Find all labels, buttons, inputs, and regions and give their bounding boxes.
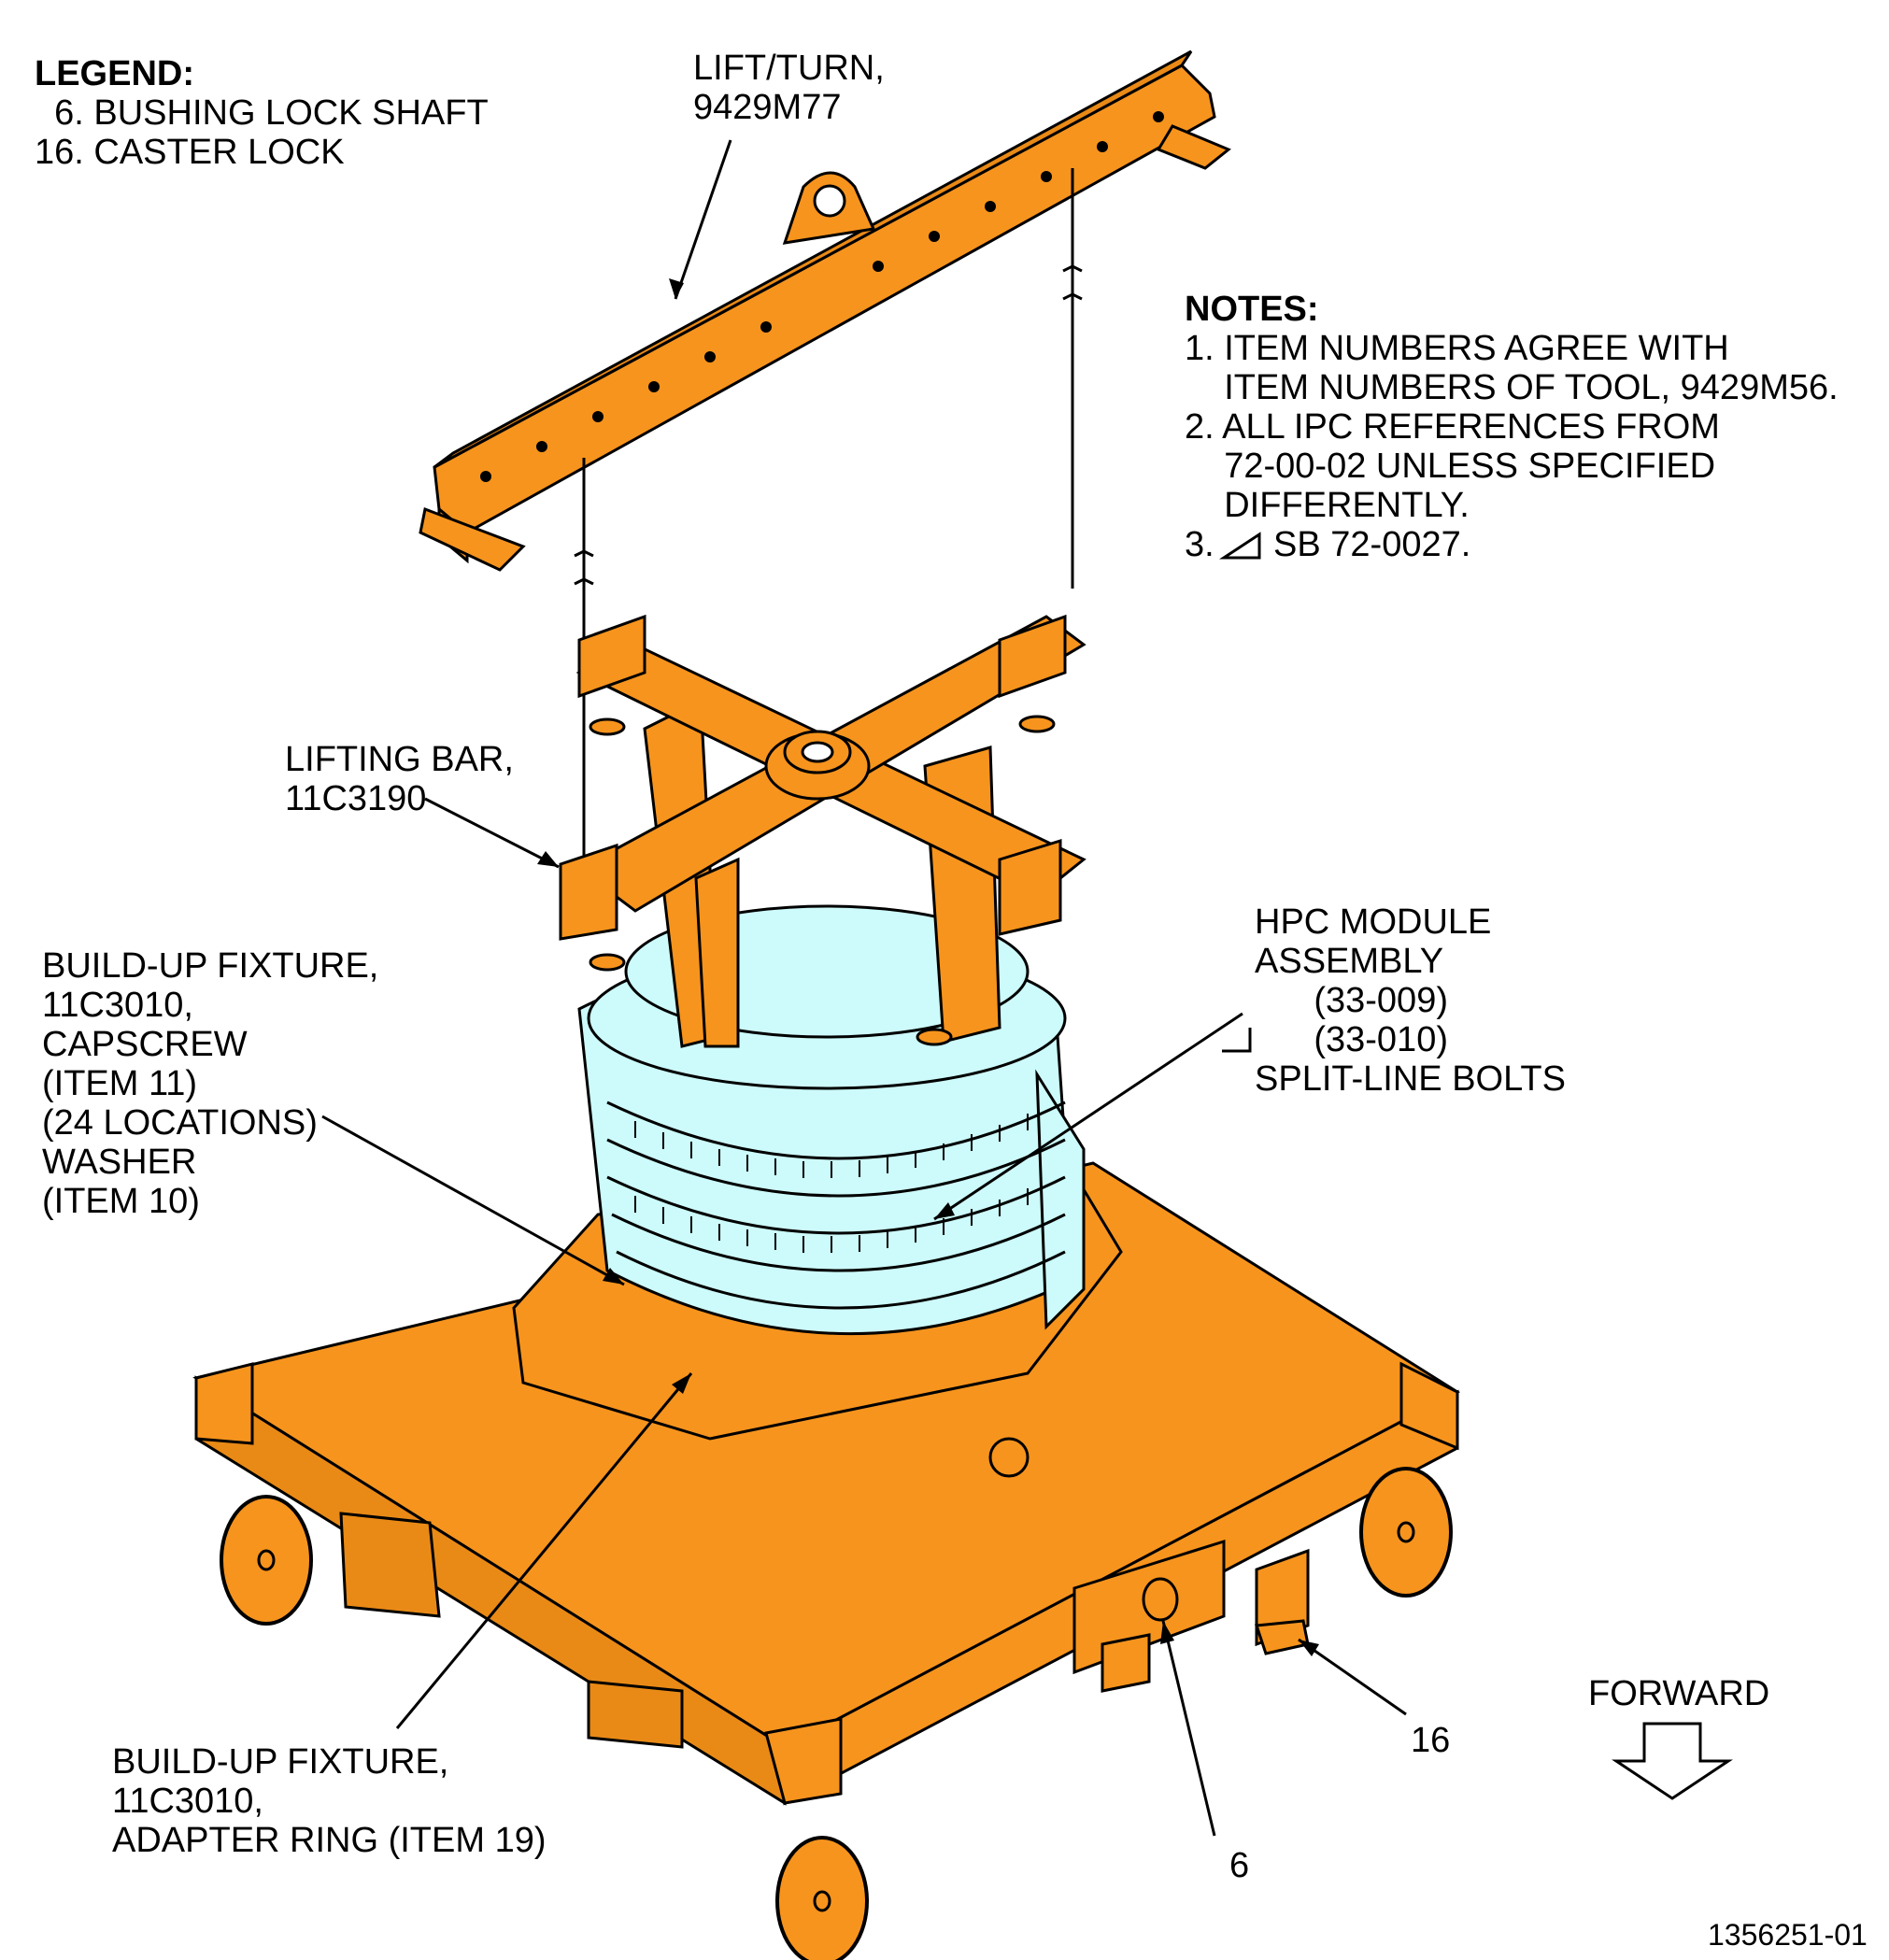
callout-item-16: 16: [1411, 1721, 1451, 1760]
legend-title: LEGEND:: [35, 54, 194, 93]
legend-item-16: 16. CASTER LOCK: [35, 133, 345, 172]
callout-hpc-module: HPC MODULE ASSEMBLY (33-009) (33-010) SP…: [1255, 902, 1566, 1099]
hpc-module: [577, 904, 1086, 1335]
callout-fixture-capscrew: BUILD-UP FIXTURE, 11C3010, CAPSCREW (ITE…: [42, 946, 379, 1221]
legend-item-6: 6. BUSHING LOCK SHAFT: [35, 93, 489, 133]
note-line-3: 2. ALL IPC REFERENCES FROM: [1185, 407, 1720, 447]
callout-item-6: 6: [1229, 1846, 1250, 1885]
forward-label: FORWARD: [1588, 1674, 1770, 1713]
leader-lines: [321, 139, 1407, 1837]
notes-title: NOTES:: [1185, 290, 1319, 329]
note-line-4: 72-00-02 UNLESS SPECIFIED: [1185, 447, 1716, 486]
callout-lifting-bar: LIFTING BAR, 11C3190: [285, 740, 514, 818]
note-line-5: DIFFERENTLY.: [1185, 486, 1470, 525]
build-up-fixture-cart: [192, 1161, 1460, 1806]
callout-adapter-ring: BUILD-UP FIXTURE, 11C3010, ADAPTER RING …: [112, 1742, 547, 1860]
note-line-1: 1. ITEM NUMBERS AGREE WITH: [1185, 329, 1729, 368]
figure-id: 1356251-01: [1708, 1918, 1868, 1952]
lift-turn-beam: [419, 50, 1231, 572]
revision-marks: [1218, 532, 1261, 1053]
casters: [220, 1467, 1453, 1960]
callout-lift-turn: LIFT/TURN, 9429M77: [693, 49, 885, 127]
note-line-2: ITEM NUMBERS OF TOOL, 9429M56.: [1185, 368, 1839, 407]
note-line-6: 3. SB 72-0027.: [1185, 525, 1471, 564]
lifting-bar: [559, 614, 1087, 1048]
forward-arrow-icon: [1612, 1722, 1733, 1800]
bushing-lock-shaft: [988, 1437, 1179, 1622]
